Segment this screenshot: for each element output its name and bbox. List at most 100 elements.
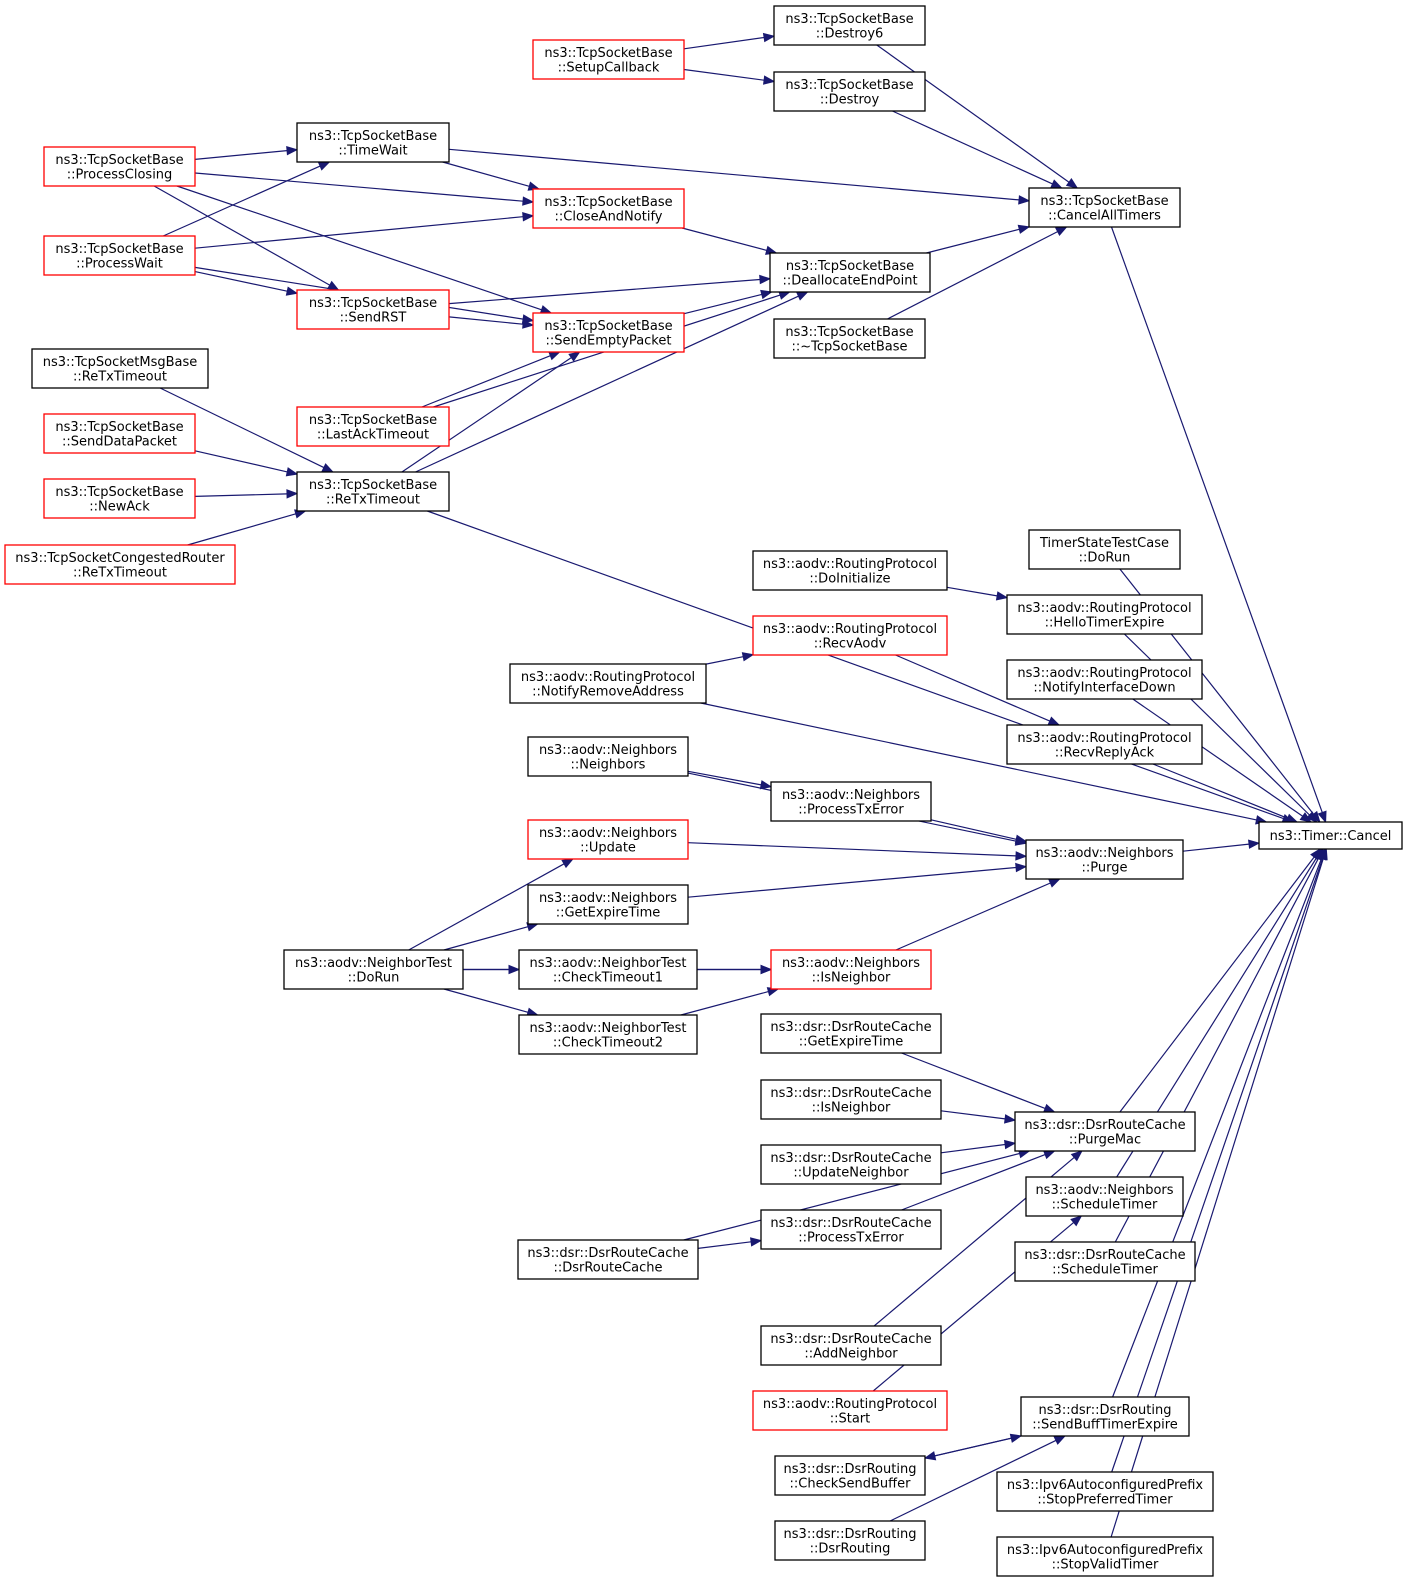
function-node-schedtimer[interactable]: ns3::aodv::Neighbors::ScheduleTimer: [1025, 1176, 1184, 1217]
function-node-stopvalid[interactable]: ns3::Ipv6AutoconfiguredPrefix::StopValid…: [996, 1536, 1214, 1577]
node-box: [532, 188, 685, 229]
node-box: [43, 146, 196, 187]
node-label-line: ns3::Ipv6AutoconfiguredPrefix: [1007, 1543, 1203, 1558]
arrowhead: [286, 146, 299, 156]
node-label-line: ns3::TcpSocketBase: [785, 325, 913, 340]
function-node-recvreplyack[interactable]: ns3::aodv::RoutingProtocol::RecvReplyAck: [1006, 724, 1203, 765]
function-node-setupcb[interactable]: ns3::TcpSocketBase::SetupCallback: [532, 39, 685, 80]
function-node-notifyifdown[interactable]: ns3::aodv::RoutingProtocol::NotifyInterf…: [1006, 659, 1203, 700]
function-node-doinit[interactable]: ns3::aodv::RoutingProtocol::DoInitialize: [752, 550, 948, 591]
call-edge: [442, 161, 541, 191]
function-node-recvaodv[interactable]: ns3::aodv::RoutingProtocol::RecvAodv: [752, 615, 948, 656]
arrowhead: [1055, 226, 1068, 236]
function-node-rcgetexp[interactable]: ns3::dsr::DsrRouteCache::GetExpireTime: [760, 1013, 942, 1054]
function-node-purge[interactable]: ns3::aodv::Neighbors::Purge: [1025, 839, 1184, 880]
node-label-line: ::SetupCallback: [558, 60, 660, 75]
function-node-procwait[interactable]: ns3::TcpSocketBase::ProcessWait: [43, 235, 196, 276]
function-node-destroy6[interactable]: ns3::TcpSocketBase::Destroy6: [773, 5, 926, 46]
function-node-retx[interactable]: ns3::TcpSocketBase::ReTxTimeout: [296, 471, 450, 512]
function-node-ntdorun[interactable]: ns3::aodv::NeighborTest::DoRun: [283, 949, 464, 990]
node-label-line: ns3::dsr::DsrRouting: [784, 1527, 917, 1542]
function-node-sendrst[interactable]: ns3::TcpSocketBase::SendRST: [296, 289, 450, 330]
function-node-getexp[interactable]: ns3::aodv::Neighbors::GetExpireTime: [527, 884, 689, 925]
node-label-line: ns3::aodv::RoutingProtocol: [763, 557, 937, 572]
node-label-line: ::IsNeighbor: [812, 970, 891, 985]
node-box: [996, 1536, 1214, 1577]
function-node-timewait[interactable]: ns3::TcpSocketBase::TimeWait: [296, 122, 450, 163]
function-node-hello[interactable]: ns3::aodv::RoutingProtocol::HelloTimerEx…: [1006, 594, 1203, 635]
arrowhead: [923, 1451, 937, 1461]
function-node-checksend[interactable]: ns3::dsr::DsrRouting::CheckSendBuffer: [774, 1455, 926, 1496]
function-node-proctxerr[interactable]: ns3::aodv::Neighbors::ProcessTxError: [770, 781, 932, 822]
function-node-start[interactable]: ns3::aodv::RoutingProtocol::Start: [752, 1390, 948, 1431]
function-node-notifyremove[interactable]: ns3::aodv::RoutingProtocol::NotifyRemove…: [509, 663, 707, 704]
function-node-stoppref[interactable]: ns3::Ipv6AutoconfiguredPrefix::StopPrefe…: [996, 1471, 1214, 1512]
node-label-line: ::DsrRouteCache: [553, 1260, 662, 1275]
function-node-dealloc[interactable]: ns3::TcpSocketBase::DeallocateEndPoint: [769, 252, 931, 293]
function-node-cancelall[interactable]: ns3::TcpSocketBase::CancelAllTimers: [1028, 187, 1181, 228]
call-edge: [194, 146, 299, 160]
function-node-congretx[interactable]: ns3::TcpSocketCongestedRouter::ReTxTimeo…: [4, 544, 236, 585]
arrowhead: [286, 489, 299, 499]
node-label-line: ::DoRun: [1079, 550, 1131, 565]
node-label-line: ns3::TcpSocketBase: [1040, 194, 1168, 209]
node-label-line: ns3::TcpSocketBase: [55, 485, 183, 500]
node-box: [760, 1079, 942, 1120]
node-box: [532, 312, 685, 353]
function-node-msgretx[interactable]: ns3::TcpSocketMsgBase::ReTxTimeout: [31, 348, 209, 389]
node-label-line: ns3::TcpSocketMsgBase: [43, 355, 198, 370]
node-label-line: ns3::TcpSocketBase: [309, 413, 437, 428]
function-node-dtor[interactable]: ns3::TcpSocketBase::~TcpSocketBase: [773, 318, 926, 359]
call-edge: [687, 842, 1028, 861]
node-box: [296, 122, 450, 163]
node-box: [769, 252, 931, 293]
function-node-rcupdateneigh[interactable]: ns3::dsr::DsrRouteCache::UpdateNeighbor: [760, 1144, 942, 1185]
node-label-line: ::SendEmptyPacket: [546, 333, 672, 348]
function-node-senddata[interactable]: ns3::TcpSocketBase::SendDataPacket: [43, 413, 196, 454]
node-label-line: ns3::dsr::DsrRouteCache: [770, 1086, 931, 1101]
arrowhead: [1015, 862, 1028, 873]
call-edge: [1111, 847, 1327, 1473]
function-node-update[interactable]: ns3::aodv::Neighbors::Update: [527, 819, 689, 860]
node-box: [43, 235, 196, 276]
node-label-line: ::AddNeighbor: [804, 1346, 898, 1361]
function-node-isneighbor[interactable]: ns3::aodv::Neighbors::IsNeighbor: [770, 949, 932, 990]
call-edge: [892, 110, 1063, 189]
function-node-procclosing[interactable]: ns3::TcpSocketBase::ProcessClosing: [43, 146, 196, 187]
node-label-line: ns3::dsr::DsrRouteCache: [527, 1246, 688, 1261]
function-node-rcisneigh[interactable]: ns3::dsr::DsrRouteCache::IsNeighbor: [760, 1079, 942, 1120]
function-node-destroy[interactable]: ns3::TcpSocketBase::Destroy: [773, 71, 926, 112]
node-label-line: ::GetExpireTime: [556, 905, 661, 920]
function-node-sendbuff[interactable]: ns3::dsr::DsrRouting::SendBuffTimerExpir…: [1020, 1396, 1190, 1437]
function-node-checkto2[interactable]: ns3::aodv::NeighborTest::CheckTimeout2: [518, 1014, 698, 1055]
function-node-dsrrouting[interactable]: ns3::dsr::DsrRouting::DsrRouting: [774, 1520, 926, 1561]
function-node-purgemac[interactable]: ns3::dsr::DsrRouteCache::PurgeMac: [1014, 1111, 1196, 1152]
function-node-rcsched[interactable]: ns3::dsr::DsrRouteCache::ScheduleTimer: [1014, 1241, 1196, 1282]
node-box: [752, 550, 948, 591]
function-node-rcproctx[interactable]: ns3::dsr::DsrRouteCache::ProcessTxError: [760, 1209, 942, 1250]
function-node-closenotify[interactable]: ns3::TcpSocketBase::CloseAndNotify: [532, 188, 685, 229]
node-box: [1028, 529, 1181, 570]
node-label-line: ns3::aodv::Neighbors: [539, 743, 677, 758]
call-edge: [194, 172, 535, 206]
function-node-cancel[interactable]: ns3::Timer::Cancel: [1258, 821, 1403, 850]
function-node-newack[interactable]: ns3::TcpSocketBase::NewAck: [43, 478, 196, 519]
node-label-line: ::SendRST: [340, 310, 407, 325]
node-label-line: ::ProcessTxError: [798, 1230, 904, 1245]
function-node-timerstate[interactable]: TimerStateTestCase::DoRun: [1028, 529, 1181, 570]
arrowhead: [1305, 811, 1318, 823]
arrowhead: [1017, 224, 1031, 234]
node-box: [1258, 821, 1403, 850]
node-label-line: ::DsrRouting: [810, 1541, 891, 1556]
function-node-sendempty[interactable]: ns3::TcpSocketBase::SendEmptyPacket: [532, 312, 685, 353]
node-label-line: ns3::aodv::NeighborTest: [295, 956, 452, 971]
function-node-rcctor[interactable]: ns3::dsr::DsrRouteCache::DsrRouteCache: [517, 1239, 699, 1280]
call-edge: [687, 862, 1028, 898]
call-edge: [876, 44, 1079, 189]
function-node-rcaddneigh[interactable]: ns3::dsr::DsrRouteCache::AddNeighbor: [760, 1325, 942, 1366]
function-node-lastack[interactable]: ns3::TcpSocketBase::LastAckTimeout: [296, 406, 450, 447]
arrowhead: [760, 964, 773, 975]
function-node-checkto1[interactable]: ns3::aodv::NeighborTest::CheckTimeout1: [518, 949, 698, 990]
node-label-line: ::Purge: [1082, 860, 1128, 875]
function-node-neighbors[interactable]: ns3::aodv::Neighbors::Neighbors: [527, 736, 689, 777]
